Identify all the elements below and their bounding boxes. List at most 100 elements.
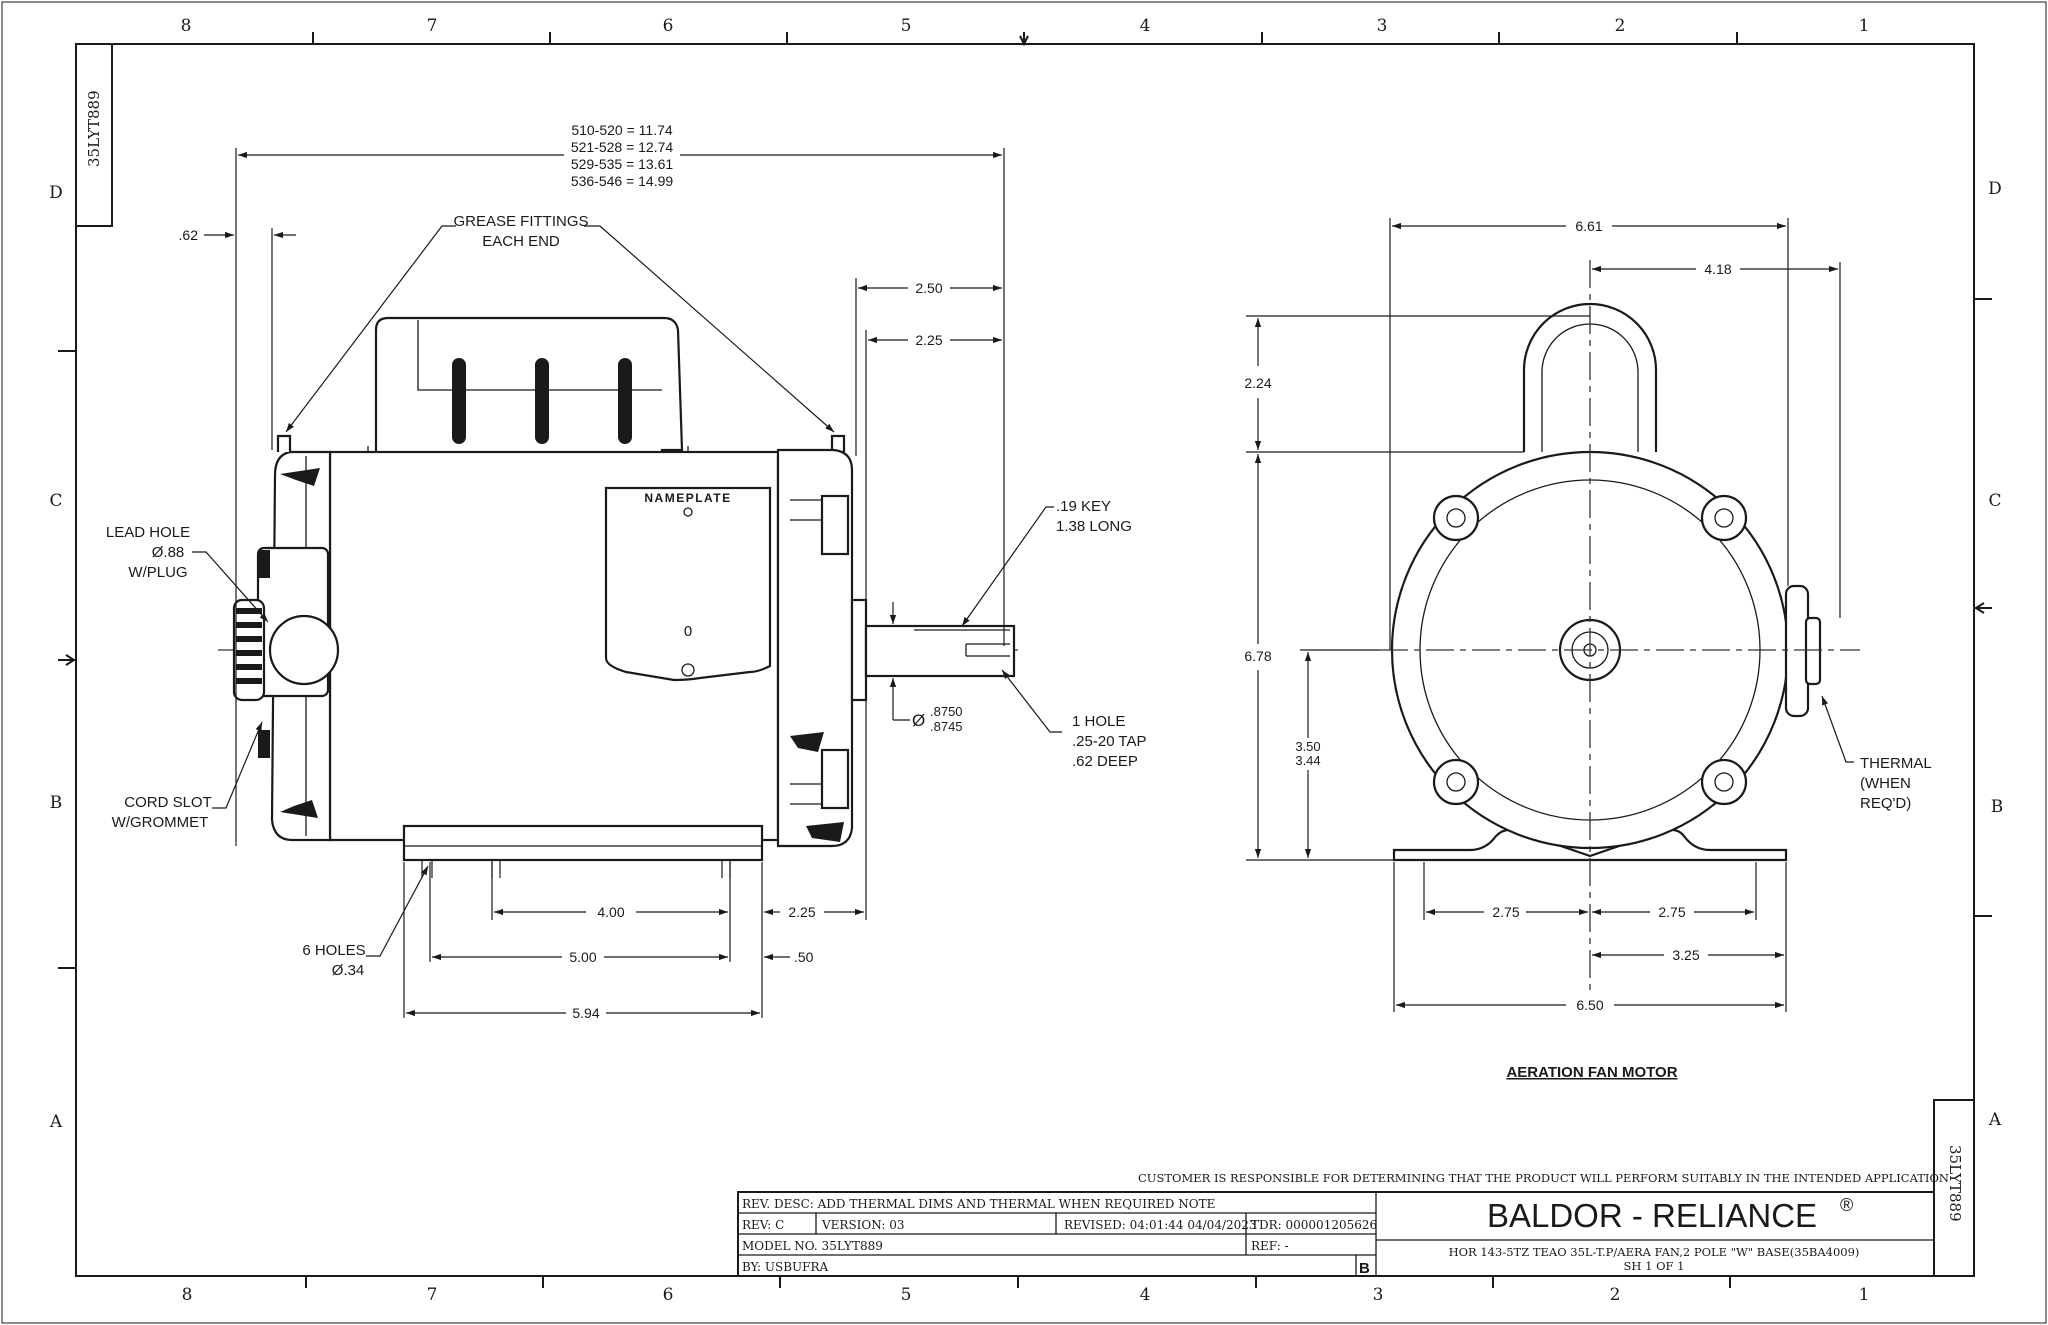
thermal-label-2: (WHEN <box>1860 775 1911 792</box>
drawing-number-box-bottom <box>1933 1099 1975 1277</box>
zone-top-4: 4 <box>1140 16 1151 36</box>
tap-label-3: .62 DEEP <box>1072 753 1138 770</box>
zone-top-3: 3 <box>1377 16 1388 36</box>
zone-right-d: D <box>1988 179 2002 199</box>
zone-bottom-6: 6 <box>663 1285 674 1305</box>
center-arrow-left <box>58 654 76 666</box>
lead-hole-label-3: W/PLUG <box>128 564 187 581</box>
zone-bottom-7: 7 <box>427 1285 438 1305</box>
zone-right-b: B <box>1991 797 2004 817</box>
zone-top-2: 2 <box>1615 16 1626 36</box>
cord-slot-label-1: CORD SLOT <box>124 794 212 811</box>
dim-225-bottom-label: 2.25 <box>788 904 815 920</box>
zone-left-c: C <box>49 491 62 511</box>
motor-shaft <box>864 624 1016 678</box>
version: VERSION: 03 <box>821 1218 904 1232</box>
center-arrow-top <box>1019 32 1029 47</box>
length-table-4: 536-546 = 14.99 <box>571 173 674 189</box>
key-label-2: 1.38 LONG <box>1056 518 1132 535</box>
conduit-box <box>374 316 684 460</box>
dim-350-label: 3.50 <box>1295 739 1320 754</box>
lead-hole-label-1: LEAD HOLE <box>106 524 190 541</box>
dim-225-top-label: 2.25 <box>915 332 942 348</box>
tap-label-1: 1 HOLE <box>1072 713 1125 730</box>
dim-418-label: 4.18 <box>1704 261 1731 277</box>
dim-250-label: 2.50 <box>915 280 942 296</box>
grease-label-2: EACH END <box>482 233 560 250</box>
nameplate <box>604 486 772 682</box>
tdr: TDR: 000001205626 <box>1251 1218 1377 1232</box>
grease-fitting-front <box>830 434 846 452</box>
zone-right-a: A <box>1988 1110 2002 1130</box>
zone-bottom-3: 3 <box>1373 1285 1384 1305</box>
lead-hole-label-2: Ø.88 <box>152 544 185 561</box>
center-arrow-right <box>1974 602 1992 614</box>
rev: REV: C <box>742 1218 784 1232</box>
zone-bottom-2: 2 <box>1610 1285 1621 1305</box>
shaft-dia-symbol: Ø <box>912 711 925 730</box>
zone-top-5: 5 <box>901 16 912 36</box>
bolt-bosses <box>1432 494 1748 806</box>
shaft-dia-max: .8750 <box>930 704 963 719</box>
length-table-2: 521-528 = 12.74 <box>571 139 674 155</box>
thermal-protector <box>1784 584 1810 718</box>
zone-bottom-1: 1 <box>1859 1285 1870 1305</box>
zone-bottom-8: 8 <box>182 1285 193 1305</box>
ref: REF: - <box>1251 1239 1289 1253</box>
vent-slots <box>452 358 632 444</box>
dim-224-label: 2.24 <box>1244 375 1271 391</box>
dim-500-label: 5.00 <box>569 949 596 965</box>
holes-label-1: 6 HOLES <box>302 942 365 959</box>
dim-650-label: 6.50 <box>1576 997 1603 1013</box>
key-label-1: .19 KEY <box>1056 498 1111 515</box>
zone-bottom-4: 4 <box>1140 1285 1151 1305</box>
dim-594-label: 5.94 <box>572 1005 599 1021</box>
zone-left-a: A <box>49 1112 63 1132</box>
shaft-dia-min: .8745 <box>930 719 963 734</box>
zone-bottom-5: 5 <box>901 1285 912 1305</box>
end-view <box>1380 260 1860 990</box>
side-view-dimensions: 510-520 = 11.74 521-528 = 12.74 529-535 … <box>106 122 1147 1021</box>
drawing-size: B <box>1359 1260 1370 1277</box>
side-view: NAMEPLATE 0 <box>218 316 1018 878</box>
tap-label-2: .25-20 TAP <box>1072 733 1147 750</box>
disclaimer: CUSTOMER IS RESPONSIBLE FOR DETERMINING … <box>1138 1171 1949 1185</box>
dim-678-label: 6.78 <box>1244 648 1271 664</box>
zone-top-8: 8 <box>181 16 192 36</box>
grease-label-1: GREASE FITTINGS <box>453 213 588 230</box>
product-description: HOR 143-5TZ TEAO 35L-T.P/AERA FAN,2 POLE… <box>1449 1245 1860 1259</box>
registered-mark: ® <box>1840 1195 1853 1215</box>
dim-661-label: 6.61 <box>1575 218 1602 234</box>
length-table-3: 529-535 = 13.61 <box>571 156 674 172</box>
rev-desc: REV. DESC: ADD THERMAL DIMS AND THERMAL … <box>742 1197 1215 1211</box>
revised: REVISED: 04:01:44 04/04/2023 <box>1064 1218 1257 1232</box>
model-no: MODEL NO. 35LYT889 <box>742 1239 883 1253</box>
company-name: BALDOR - RELIANCE <box>1487 1197 1817 1234</box>
by: BY: USBUFRA <box>742 1260 829 1274</box>
dim-275-right-label: 2.75 <box>1658 904 1685 920</box>
drawing-number-bottom: 35LYT889 <box>1946 1145 1964 1222</box>
drawing-number-top: 35LYT889 <box>85 90 103 167</box>
drawing-caption: AERATION FAN MOTOR <box>1506 1064 1677 1081</box>
dim-400-label: 4.00 <box>597 904 624 920</box>
lead-hole <box>268 614 340 686</box>
end-view-dimensions: 6.61 4.18 2.24 6.78 3.50 3.44 THERMAL (W… <box>1244 218 1932 1013</box>
thermal-label-1: THERMAL <box>1860 755 1932 772</box>
nameplate-label: NAMEPLATE <box>644 491 731 505</box>
dim-062-label: .62 <box>179 227 199 243</box>
zone-top-1: 1 <box>1859 16 1870 36</box>
thermal-label-3: REQ'D) <box>1860 795 1911 812</box>
zone-left-b: B <box>50 793 63 813</box>
zone-top-7: 7 <box>427 16 438 36</box>
dim-325-label: 3.25 <box>1672 947 1699 963</box>
drawing-number-box-top <box>75 43 113 227</box>
mounting-base <box>402 824 764 862</box>
zone-left-d: D <box>49 183 63 203</box>
holes-label-2: Ø.34 <box>332 962 365 979</box>
dim-344-label: 3.44 <box>1295 753 1320 768</box>
dim-050-label: .50 <box>794 949 814 965</box>
nameplate-mark: 0 <box>684 623 692 640</box>
sheet-number: SH 1 OF 1 <box>1624 1259 1685 1273</box>
